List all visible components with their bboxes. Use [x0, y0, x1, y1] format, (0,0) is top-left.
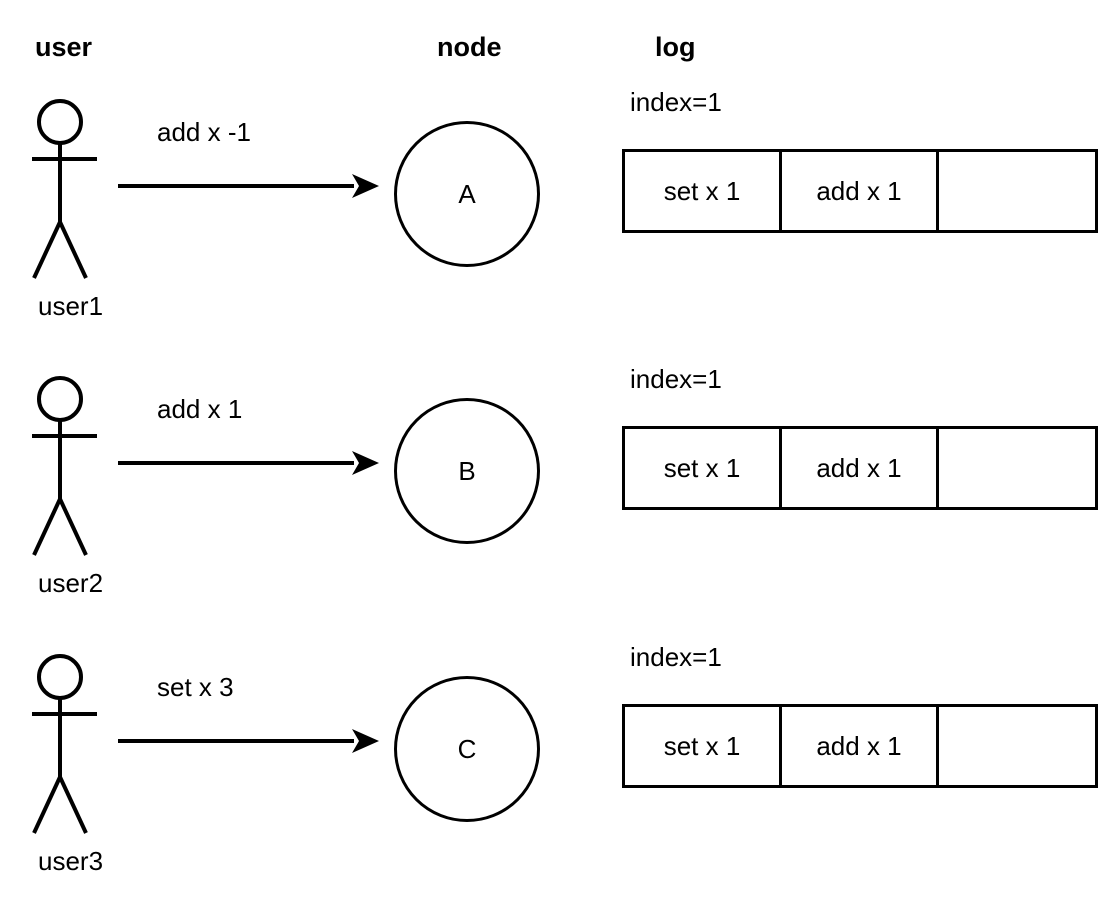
actor-label: user3	[38, 846, 104, 876]
column-header-log: log	[655, 32, 696, 62]
log-table: set x 1 add x 1	[622, 149, 1098, 233]
message-group: add x -1	[118, 117, 388, 217]
node-circle-group: B	[394, 398, 540, 544]
column-header-node: node	[437, 32, 502, 62]
node-circle-shape	[394, 121, 540, 267]
log-index-label: index=1	[630, 87, 722, 117]
arrow-right-icon	[118, 728, 380, 754]
message-label: set x 3	[157, 672, 234, 702]
log-table: set x 1 add x 1	[622, 704, 1098, 788]
log-cell: add x 1	[782, 707, 939, 785]
message-group: add x 1	[118, 394, 388, 494]
log-index-label: index=1	[630, 364, 722, 394]
arrow-right-icon	[118, 173, 380, 199]
log-cell: add x 1	[782, 429, 939, 507]
node-label: C	[457, 734, 477, 764]
actor-stick-figure: user3	[30, 650, 140, 876]
diagram-row: user2 add x 1 B index=1 set x 1 add x 1	[0, 364, 1118, 622]
log-cell: set x 1	[625, 152, 782, 230]
node-label: A	[458, 179, 476, 209]
log-table: set x 1 add x 1	[622, 426, 1098, 510]
node-circle-group: A	[394, 121, 540, 267]
log-index-label: index=1	[630, 642, 722, 672]
message-label: add x -1	[157, 117, 251, 147]
message-label: add x 1	[157, 394, 243, 424]
log-cell: add x 1	[782, 152, 939, 230]
log-cell-empty	[939, 429, 1095, 507]
node-circle-shape	[394, 398, 540, 544]
arrow-right-icon	[118, 450, 380, 476]
column-header-user: user	[35, 32, 93, 62]
actor-label: user1	[38, 291, 104, 321]
node-circle-shape	[394, 676, 540, 822]
log-cell-empty	[939, 707, 1095, 785]
node-label: B	[458, 456, 476, 486]
actor-stick-figure: user1	[30, 95, 140, 321]
actor-stick-figure: user2	[30, 372, 140, 598]
log-cell-empty	[939, 152, 1095, 230]
diagram-row: user1 add x -1 A index=1 set x 1 add x 1	[0, 87, 1118, 345]
actor-label: user2	[38, 568, 104, 598]
message-group: set x 3	[118, 672, 388, 772]
log-cell: set x 1	[625, 429, 782, 507]
node-circle-group: C	[394, 676, 540, 822]
log-cell: set x 1	[625, 707, 782, 785]
diagram-row: user3 set x 3 C index=1 set x 1 add x 1	[0, 642, 1118, 900]
